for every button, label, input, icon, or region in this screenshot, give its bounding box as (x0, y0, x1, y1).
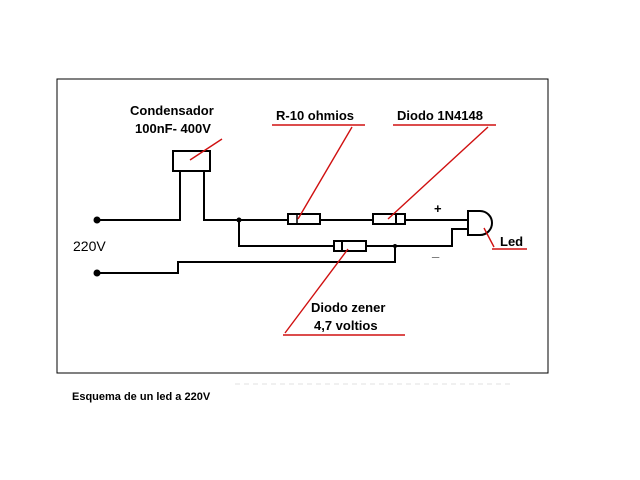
resistor-symbol (287, 213, 321, 225)
polarity-minus: _ (431, 244, 440, 259)
wire-return-to-terminal (97, 246, 396, 274)
capacitor-label-line1: Condensador (130, 103, 214, 118)
diode-label: Diodo 1N4148 (397, 108, 483, 123)
capacitor-label-line2: 100nF- 400V (135, 121, 211, 136)
zener-label-line1: Diodo zener (311, 300, 385, 315)
voltage-label: 220V (73, 238, 106, 254)
wire-junction-to-zener (238, 220, 334, 247)
pointer-resistor (297, 126, 353, 220)
zener-diode-symbol (333, 240, 367, 252)
pointer-diode (387, 126, 489, 220)
pointer-zener (284, 248, 349, 334)
zener-label-line2: 4,7 voltios (314, 318, 378, 333)
led-symbol (467, 210, 493, 236)
diagram-frame (56, 78, 549, 374)
wire-led-return (395, 228, 468, 247)
capacitor-symbol (172, 150, 211, 172)
led-label: Led (500, 234, 523, 249)
pointer-capacitor (189, 138, 223, 161)
wire-capacitor-to-resistor (203, 171, 288, 221)
polarity-plus: + (434, 201, 442, 216)
pointer-led (483, 227, 495, 248)
caption: Esquema de un led a 220V (72, 391, 211, 403)
wire-input-to-capacitor (97, 171, 181, 221)
resistor-label: R-10 ohmios (276, 108, 354, 123)
